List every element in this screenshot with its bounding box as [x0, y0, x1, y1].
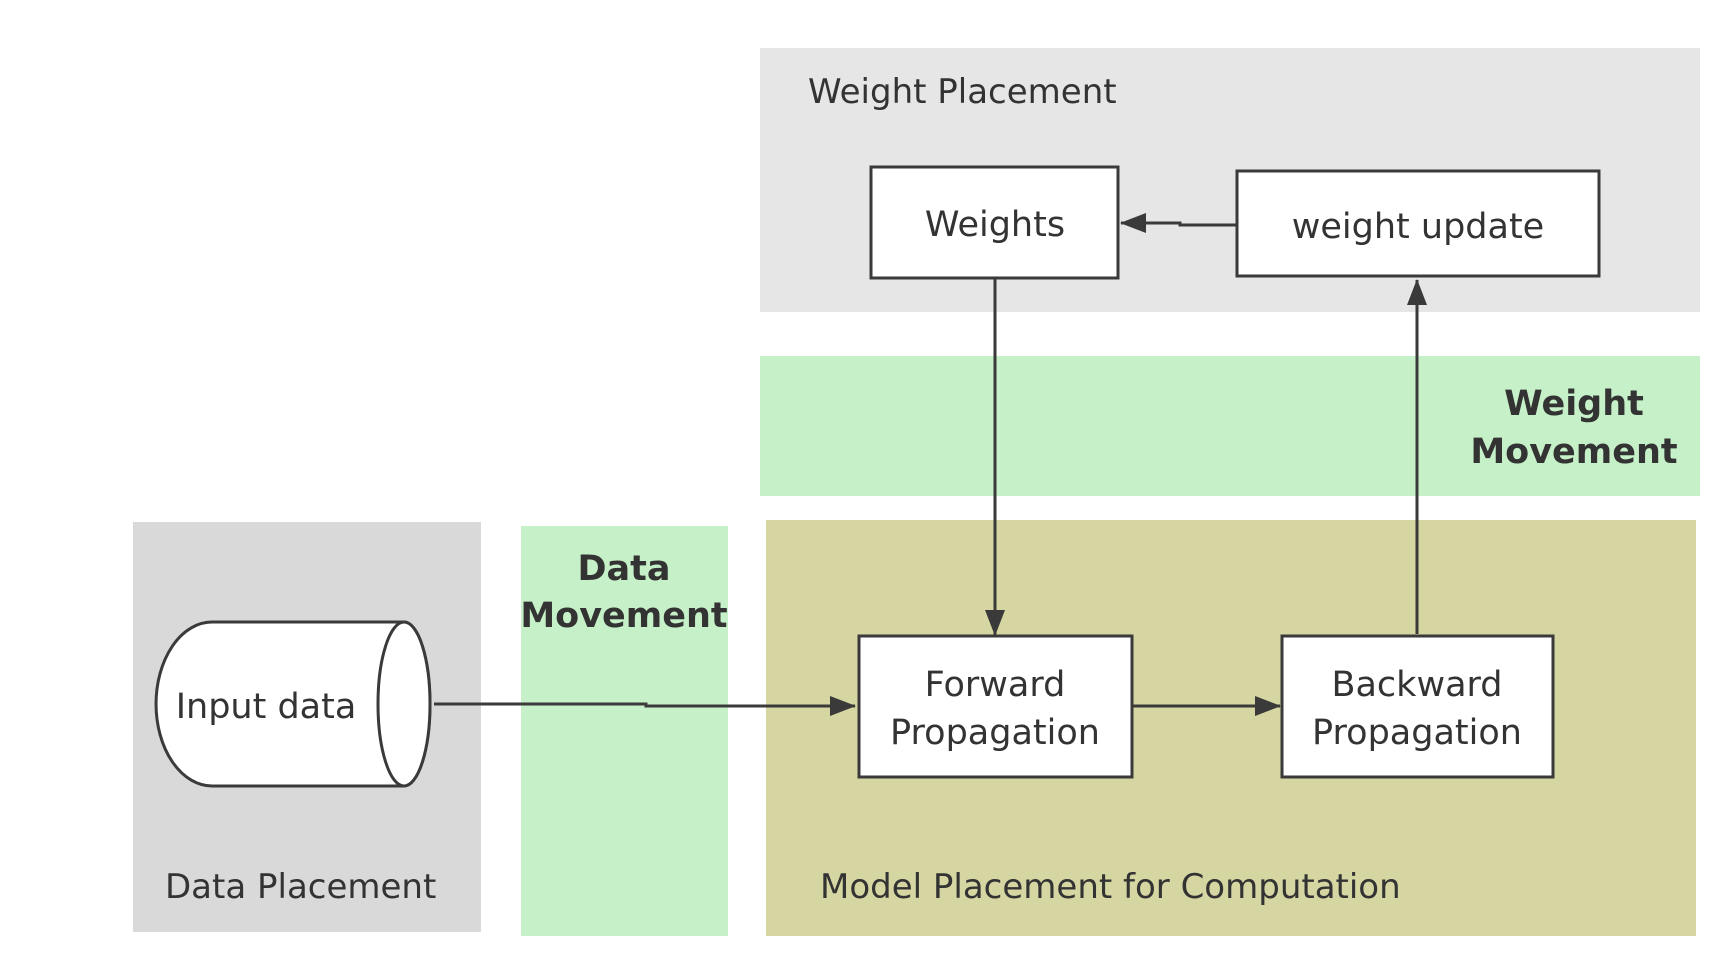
data-placement-label: Data Placement: [165, 867, 436, 907]
model-placement-label: Model Placement for Computation: [820, 867, 1401, 907]
data-movement-region: [521, 526, 728, 936]
forward-propagation-label-line2: Propagation: [890, 713, 1100, 753]
weight-movement-label-line2: Movement: [1470, 432, 1677, 472]
weight-update-node: weight update: [1235, 169, 1601, 278]
weight-update-node-label: weight update: [1292, 207, 1544, 247]
input-data-cylinder-cap: [376, 620, 432, 788]
data-movement-label-line1: Data: [577, 549, 670, 589]
edge-input-to-forward: [434, 696, 856, 716]
forward-propagation-label-line1: Forward: [925, 665, 1066, 705]
backward-propagation-label-line2: Propagation: [1312, 713, 1522, 753]
weights-node-label: Weights: [925, 205, 1065, 245]
edge-update-to-weights: [1120, 213, 1237, 233]
input-data-node: Input data: [154, 620, 432, 788]
forward-propagation-node: Forward Propagation: [857, 634, 1134, 779]
weight-movement-label-line1: Weight: [1504, 384, 1644, 424]
data-movement-label-line2: Movement: [520, 596, 727, 636]
weights-node: Weights: [869, 165, 1120, 280]
backward-propagation-label-line1: Backward: [1331, 665, 1502, 705]
weight-placement-label: Weight Placement: [808, 72, 1117, 112]
weight-movement-region: [760, 356, 1700, 496]
backward-propagation-node: Backward Propagation: [1280, 634, 1555, 779]
input-data-label: Input data: [176, 687, 357, 727]
